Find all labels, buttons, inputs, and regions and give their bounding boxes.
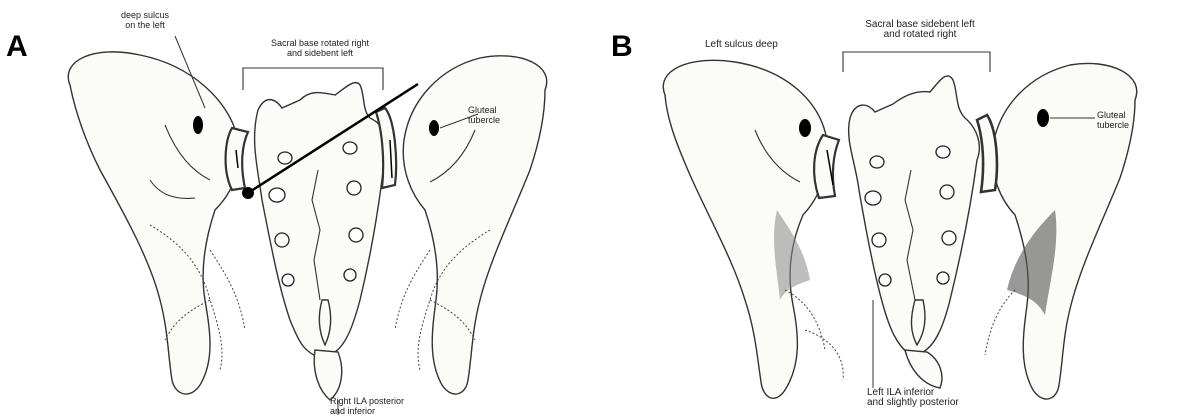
- gluteal-label-line-2: tubercle: [468, 115, 518, 125]
- axis-pivot-point: [242, 187, 254, 199]
- sacral-base-bracket: [243, 68, 383, 90]
- sacral-base-bracket: [843, 52, 990, 72]
- deep-sulcus-label-line-1: deep sulcus: [110, 10, 180, 20]
- left-ilium: [663, 60, 828, 398]
- ila-label-line-1: Right ILA posterior: [330, 396, 430, 406]
- gluteal-label-line-1: Gluteal: [1097, 110, 1147, 120]
- coccyx: [905, 350, 942, 388]
- gluteal-label-line-1: Gluteal: [468, 105, 518, 115]
- left-ilium: [68, 52, 239, 394]
- sacral-base-label: Sacral base sidebent left and rotated ri…: [850, 20, 990, 40]
- panel-a: A deep sulcus on the left Sacral base ro…: [0, 0, 584, 420]
- left-si-joint: [814, 135, 839, 198]
- left-sulcus-label: Left sulcus deep: [705, 40, 805, 50]
- sacral-base-label-line-2: and rotated right: [850, 30, 990, 40]
- pelvis-diagram-a: [0, 0, 584, 420]
- panel-b: B Left sulcus deep Sacral base sidebent …: [605, 0, 1189, 420]
- gluteal-label-line-2: tubercle: [1097, 120, 1147, 130]
- sacral-base-label-line-1: Sacral base rotated right: [255, 38, 385, 48]
- left-gluteal-tubercle: [193, 116, 203, 134]
- ila-label: Left ILA inferior and slightly posterior: [867, 388, 997, 408]
- right-gluteal-tubercle: [1037, 109, 1049, 127]
- deep-sulcus-label: deep sulcus on the left: [110, 10, 180, 30]
- left-gluteal-tubercle: [799, 119, 811, 137]
- ila-label: Right ILA posterior and inferior: [330, 396, 430, 416]
- sacral-base-label: Sacral base rotated right and sidebent l…: [255, 38, 385, 58]
- ila-label-line-2: and inferior: [330, 406, 430, 416]
- gluteal-tubercle-label: Gluteal tubercle: [1097, 110, 1147, 130]
- ila-label-line-2: and slightly posterior: [867, 398, 997, 408]
- coccyx: [314, 350, 341, 400]
- deep-sulcus-label-line-2: on the left: [110, 20, 180, 30]
- panel-letter-a: A: [6, 30, 28, 64]
- panel-letter-b: B: [611, 30, 633, 64]
- gluteal-tubercle-label: Gluteal tubercle: [468, 105, 518, 125]
- pelvis-diagram-b: [605, 0, 1189, 420]
- right-si-joint: [977, 115, 997, 192]
- right-gluteal-tubercle: [429, 120, 439, 136]
- sacral-base-label-line-2: and sidebent left: [255, 48, 385, 58]
